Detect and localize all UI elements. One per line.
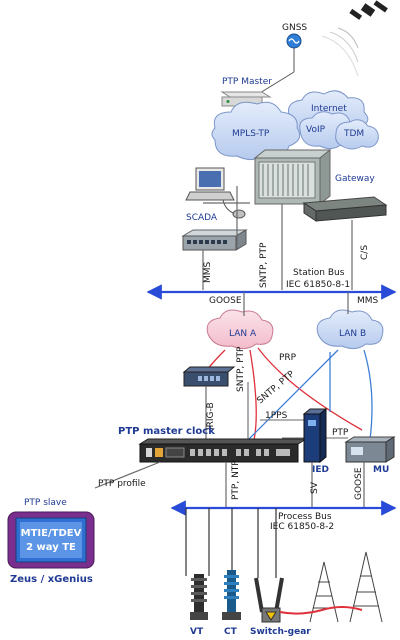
station-bus-label: Station Bus (293, 268, 345, 278)
transmission-tower-icon (309, 551, 383, 623)
ptp-ntp-label: PTP, NTP (231, 460, 241, 500)
prp-label: PRP (279, 353, 297, 363)
switchgear-device (254, 577, 284, 623)
station-switch-device (181, 229, 248, 251)
ptp-master-clock-label: PTP master clock (118, 426, 215, 437)
small-switch-device (182, 366, 236, 387)
ct-label: CT (224, 627, 238, 637)
mms-left-label: MMS (203, 261, 213, 283)
screen-line2: 2 way TE (26, 542, 76, 553)
sntp-ptp-top-label: SNTP, PTP (259, 242, 269, 288)
process-bus-label: Process Bus (278, 512, 332, 522)
lan-b-cloud (316, 309, 384, 350)
tdm-label: TDM (343, 129, 364, 139)
prp-links (204, 347, 373, 441)
scada-laptop-icon (185, 167, 246, 219)
field-links (185, 508, 277, 578)
scada-label: SCADA (186, 213, 218, 223)
lan-a-cloud (206, 309, 274, 350)
mu-label: MU (373, 465, 389, 475)
process-bus-standard: IEC 61850-8-2 (270, 522, 334, 532)
irig-b-label: IRIG-B (206, 402, 216, 430)
goose-top-label: GOOSE (209, 296, 242, 306)
switchgear-label: Switch-gear (250, 627, 311, 637)
ct-device (222, 570, 241, 620)
gnss-label: GNSS (282, 23, 307, 33)
ptp-master-clock-device (138, 438, 308, 463)
sv-label: SV (310, 481, 320, 494)
bus-to-lan-links (243, 292, 349, 316)
cs-label: C/S (360, 245, 370, 260)
ptp-profile-label: PTP profile (98, 479, 146, 489)
vt-label: VT (190, 627, 204, 637)
ptp-slave-label: PTP slave (24, 498, 67, 508)
screen-line1: MTIE/TDEV (21, 528, 82, 539)
one-pps-label: 1PPS (265, 411, 288, 421)
satellite-icon (321, 0, 388, 77)
mpls-tp-label: MPLS-TP (232, 129, 270, 139)
ied-label: IED (312, 465, 329, 475)
sntp-ptp-diag-label: SNTP, PTP (256, 369, 298, 406)
gateway-server (302, 196, 388, 222)
sntp-ptp-mid-label: SNTP, PTP (236, 346, 246, 392)
ptp-master-label: PTP Master (222, 77, 272, 87)
goose-bottom-label: GOOSE (354, 467, 364, 500)
wan-clouds (211, 90, 379, 160)
internet-label: Internet (311, 104, 347, 114)
mu-device (344, 436, 396, 463)
zeus-label: Zeus / xGenius (10, 574, 93, 585)
voip-label: VoIP (306, 125, 326, 135)
lan-a-label: LAN A (229, 329, 257, 339)
ied-device (302, 407, 328, 464)
mms-right-label: MMS (357, 296, 379, 306)
ptp-mid-label: PTP (332, 428, 349, 438)
gateway-label: Gateway (335, 174, 375, 184)
station-bus-standard: IEC 61850-8-1 (286, 280, 350, 290)
zeus-handheld-device (7, 511, 95, 569)
vt-device (190, 574, 208, 620)
gateway-device (253, 148, 332, 206)
power-line (279, 606, 363, 615)
lan-b-label: LAN B (339, 329, 366, 339)
station-links (202, 186, 353, 290)
